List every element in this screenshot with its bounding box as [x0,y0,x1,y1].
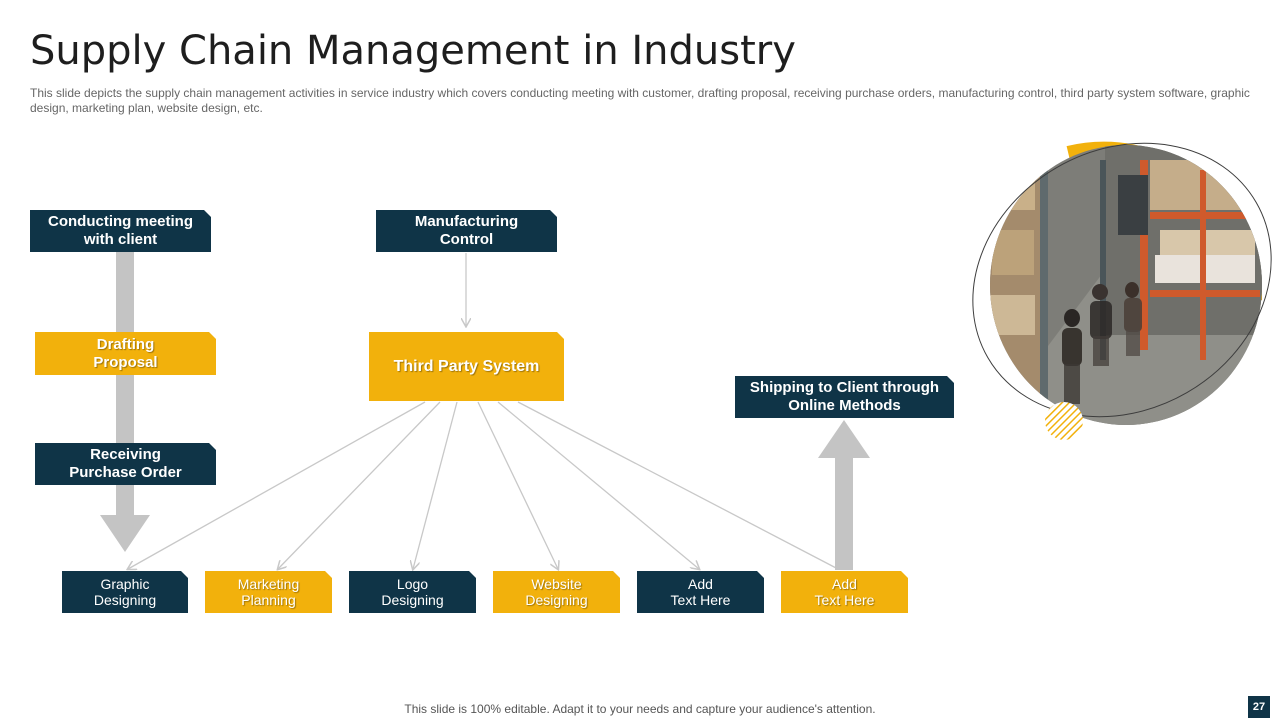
page-number-badge: 27 [1248,696,1270,718]
node-graphic-line2: Designing [93,592,157,608]
node-add-text-1-line2: Text Here [670,592,731,608]
node-drafting-proposal-line1: Drafting [96,335,155,353]
node-logo-line1: Logo [396,576,429,592]
node-third-party-system: Third Party System [369,332,564,401]
node-marketing-line2: Planning [241,592,296,608]
connector-to-marketing-planning [278,401,441,569]
node-marketing-line1: Marketing [237,576,300,592]
node-manufacturing-line1: Manufacturing [414,213,519,230]
node-receiving-line1: Receiving [90,446,161,463]
connector-to-graphic-designing [128,401,426,569]
node-manufacturing-line2: Control [439,231,494,248]
slide-title: Supply Chain Management in Industry [30,28,796,74]
slide-subtitle: This slide depicts the supply chain mana… [30,86,1250,115]
vertical-flow-arrowhead [100,515,150,552]
connector-to-website-designing [477,401,558,569]
node-shipping-line1: Shipping to Client through [749,379,940,396]
node-add-text-2-line1: Add [832,576,857,592]
node-graphic-line1: Graphic [100,576,150,592]
node-third-party-label: Third Party System [393,357,540,375]
connector-to-logo-designing [413,401,458,569]
footer-note: This slide is 100% editable. Adapt it to… [404,702,876,716]
up-flow-shaft [835,456,853,570]
node-logo-line2: Designing [381,592,444,608]
up-flow-arrowhead [818,420,870,458]
node-website-line1: Website [531,576,582,592]
node-website-line2: Designing [525,592,588,608]
node-drafting-proposal-line2: Proposal [93,353,158,371]
node-conducting-meeting-line2: with client [83,231,158,248]
node-conducting-meeting-line1: Conducting meeting [48,213,193,230]
node-receiving-line2: Purchase Order [69,464,182,481]
node-shipping-line2: Online Methods [788,397,901,414]
connector-to-add-text-1 [497,401,699,569]
connector-to-add-text-2 [517,401,839,570]
node-add-text-2-line2: Text Here [814,592,875,608]
node-add-text-1-line1: Add [688,576,713,592]
